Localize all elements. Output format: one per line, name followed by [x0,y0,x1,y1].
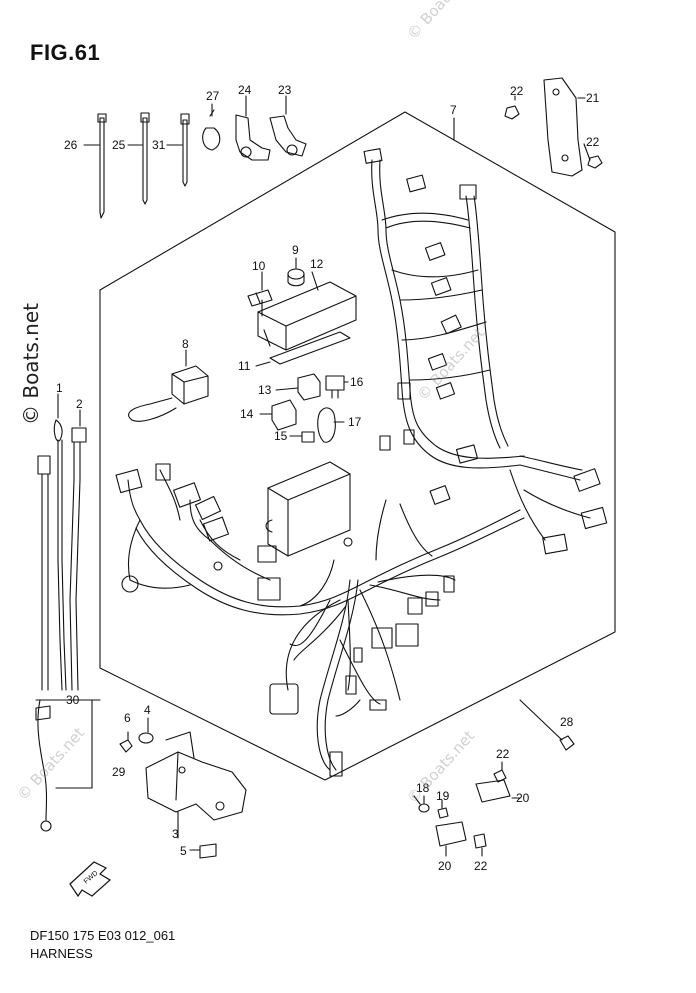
part-label: 14 [240,407,254,421]
part-label: 17 [348,415,362,429]
bolt-22-top [504,95,520,120]
clamp-24 [235,95,271,161]
gasket-11 [269,331,351,365]
part-label: 10 [252,259,266,273]
part-label: 22 [510,84,524,98]
part-label: 16 [350,375,364,389]
part-label: 1 [56,381,63,395]
clamp-20-upper [475,779,521,803]
figure-title: FIG.61 [30,40,101,65]
junction-box [265,461,351,557]
washer-18 [418,795,430,813]
harness-upper-branch [371,159,591,541]
washer-4 [138,717,154,744]
fuse-box-12 [257,281,357,351]
part-label: 6 [124,711,131,725]
leader-lines [255,117,591,805]
screw-6 [119,731,133,753]
figure-name: HARNESS [30,946,93,961]
fuse-16 [325,375,345,399]
part-label: 23 [278,83,292,97]
part-label: 27 [206,89,220,103]
bracket-21 [543,77,586,177]
relay-13 [297,373,321,401]
part-label: 18 [416,781,430,795]
part-label: 20 [516,791,530,805]
part-label: 3 [172,827,179,841]
cable-tie-31 [166,113,190,187]
lead-wire-29 [35,455,99,832]
connector-plug [363,148,608,555]
harness-main-trunk [127,469,525,771]
cable-tie-25 [127,112,150,205]
part-label: 20 [438,859,452,873]
part-label: 28 [560,715,574,729]
grommet-9 [287,257,305,287]
part-label: 21 [586,91,600,105]
battery-cable-2 [69,409,87,691]
relay-14 [271,399,297,431]
fuse-15 [301,431,315,443]
part-label: 7 [450,103,457,117]
part-label: 30 [66,693,80,707]
part-label: 8 [182,337,189,351]
bolt-22-bottom [473,833,487,857]
connector-plug [115,463,455,777]
bolt-22-right [587,155,603,169]
battery-cable-1 [53,393,67,691]
nut-19 [437,799,449,819]
part-label: 12 [310,257,324,271]
bolt-22-lower [493,761,507,783]
part-label: 25 [112,138,126,152]
relay-8 [128,349,209,422]
assembly-frame [99,111,616,781]
clamp-23 [269,95,307,157]
fwd-arrow-icon: FWD [69,861,112,898]
part-label: 26 [64,138,78,152]
part-label: 11 [238,359,251,373]
part-labels: 1 2 3 4 5 6 7 8 9 10 11 12 13 14 15 16 1… [56,83,600,873]
cable-tie-26 [83,113,107,219]
part-label: 2 [76,397,83,411]
clamp-20-lower [435,821,467,857]
part-label: 13 [258,383,272,397]
part-label: 15 [274,429,288,443]
clamp-27 [202,103,221,151]
figure-code: DF150 175 E03 012_061 [30,928,176,943]
part-label: 4 [144,703,151,717]
part-label: 31 [152,138,166,152]
clip-10 [247,271,273,307]
part-label: 9 [292,243,299,257]
part-label: 22 [586,135,600,149]
grommet-5 [189,843,217,859]
bolt-28 [519,699,575,751]
part-label: 5 [180,844,187,858]
part-label: 22 [496,747,510,761]
fuse-puller-17 [317,407,336,443]
part-label: 29 [112,765,126,779]
part-label: 22 [474,859,488,873]
part-label: 24 [238,83,252,97]
bracket-3 [145,731,247,821]
part-label: 19 [436,789,450,803]
